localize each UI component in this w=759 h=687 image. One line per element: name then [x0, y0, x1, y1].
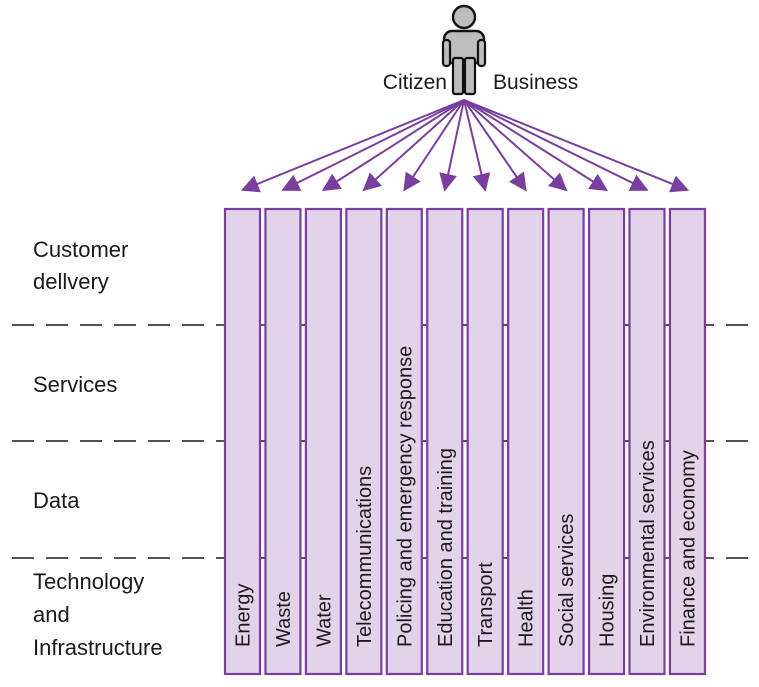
column-social-services: Social services	[547, 207, 585, 676]
column-label: Environmental services	[637, 440, 659, 647]
column-label: Social services	[556, 514, 578, 647]
column-label: Energy	[233, 584, 255, 647]
arrow-to-environmental-services	[463, 99, 649, 191]
column-box	[587, 207, 626, 676]
arrow-to-finance-and-economy	[463, 99, 690, 193]
column-finance-and-economy: Finance and economy	[668, 207, 707, 676]
arrow-to-waste	[281, 99, 465, 191]
service-columns: Energy Waste Water Telecommunications Polici…	[223, 207, 707, 676]
column-water: Water	[304, 207, 342, 676]
column-policing-and-emergency-response: Policing and emergency response	[385, 207, 423, 676]
column-label: Health	[516, 589, 538, 647]
arrow-to-housing	[463, 99, 609, 191]
arrow-to-water	[321, 99, 465, 191]
arrow-to-energy	[240, 99, 465, 193]
column-box	[507, 207, 545, 676]
layer-label-customer-delivery: Customer dellvery	[33, 237, 134, 294]
person-icon	[441, 4, 487, 96]
layer-label-line: Technology	[33, 569, 144, 594]
column-label: Policing and emergency response	[394, 346, 416, 647]
arrow-to-policing-and-emergency-response	[403, 99, 465, 192]
column-box	[426, 207, 464, 676]
column-box	[345, 207, 383, 676]
column-transport: Transport	[466, 207, 504, 676]
column-box	[304, 207, 342, 676]
arrow-to-transport	[463, 99, 491, 192]
column-label: Water	[313, 594, 335, 647]
column-energy: Energy	[223, 207, 262, 676]
arrow-to-social-services	[463, 99, 568, 192]
layer-label-technology-infrastructure: Technology and Infrastructure	[33, 569, 163, 660]
arrow-to-telecommunications	[362, 99, 465, 192]
column-education-and-training: Education and training	[426, 207, 464, 676]
column-label: Telecommunications	[354, 466, 376, 647]
business-label: Business	[493, 71, 578, 94]
arrow-to-health	[463, 99, 527, 192]
layer-dividers	[12, 324, 750, 559]
column-box	[466, 207, 504, 676]
arrow-to-education-and-training	[439, 99, 465, 192]
column-box	[547, 207, 585, 676]
layer-label-line: Services	[33, 372, 117, 397]
column-box	[628, 207, 666, 676]
column-label: Education and training	[435, 448, 457, 647]
column-box	[668, 207, 707, 676]
column-box	[223, 207, 262, 676]
column-waste: Waste	[264, 207, 302, 676]
layer-label-line: dellvery	[33, 269, 109, 294]
layer-label-services: Services	[33, 372, 117, 397]
layer-label-line: Customer	[33, 237, 128, 262]
layer-label-data: Data	[33, 488, 80, 513]
column-telecommunications: Telecommunications	[345, 207, 383, 676]
column-label: Waste	[273, 591, 295, 647]
column-label: Housing	[597, 574, 619, 647]
layer-label-line: Data	[33, 488, 80, 513]
column-health: Health	[507, 207, 545, 676]
column-housing: Housing	[587, 207, 626, 676]
column-box	[264, 207, 302, 676]
citizen-label: Citizen	[383, 71, 447, 94]
column-environmental-services: Environmental services	[628, 207, 666, 676]
column-label: Transport	[475, 562, 497, 647]
column-box	[385, 207, 423, 676]
layer-label-line: and	[33, 602, 70, 627]
layer-label-line: Infrastructure	[33, 635, 163, 660]
demand-arrows	[240, 99, 690, 193]
column-label: Finance and economy	[677, 450, 699, 647]
